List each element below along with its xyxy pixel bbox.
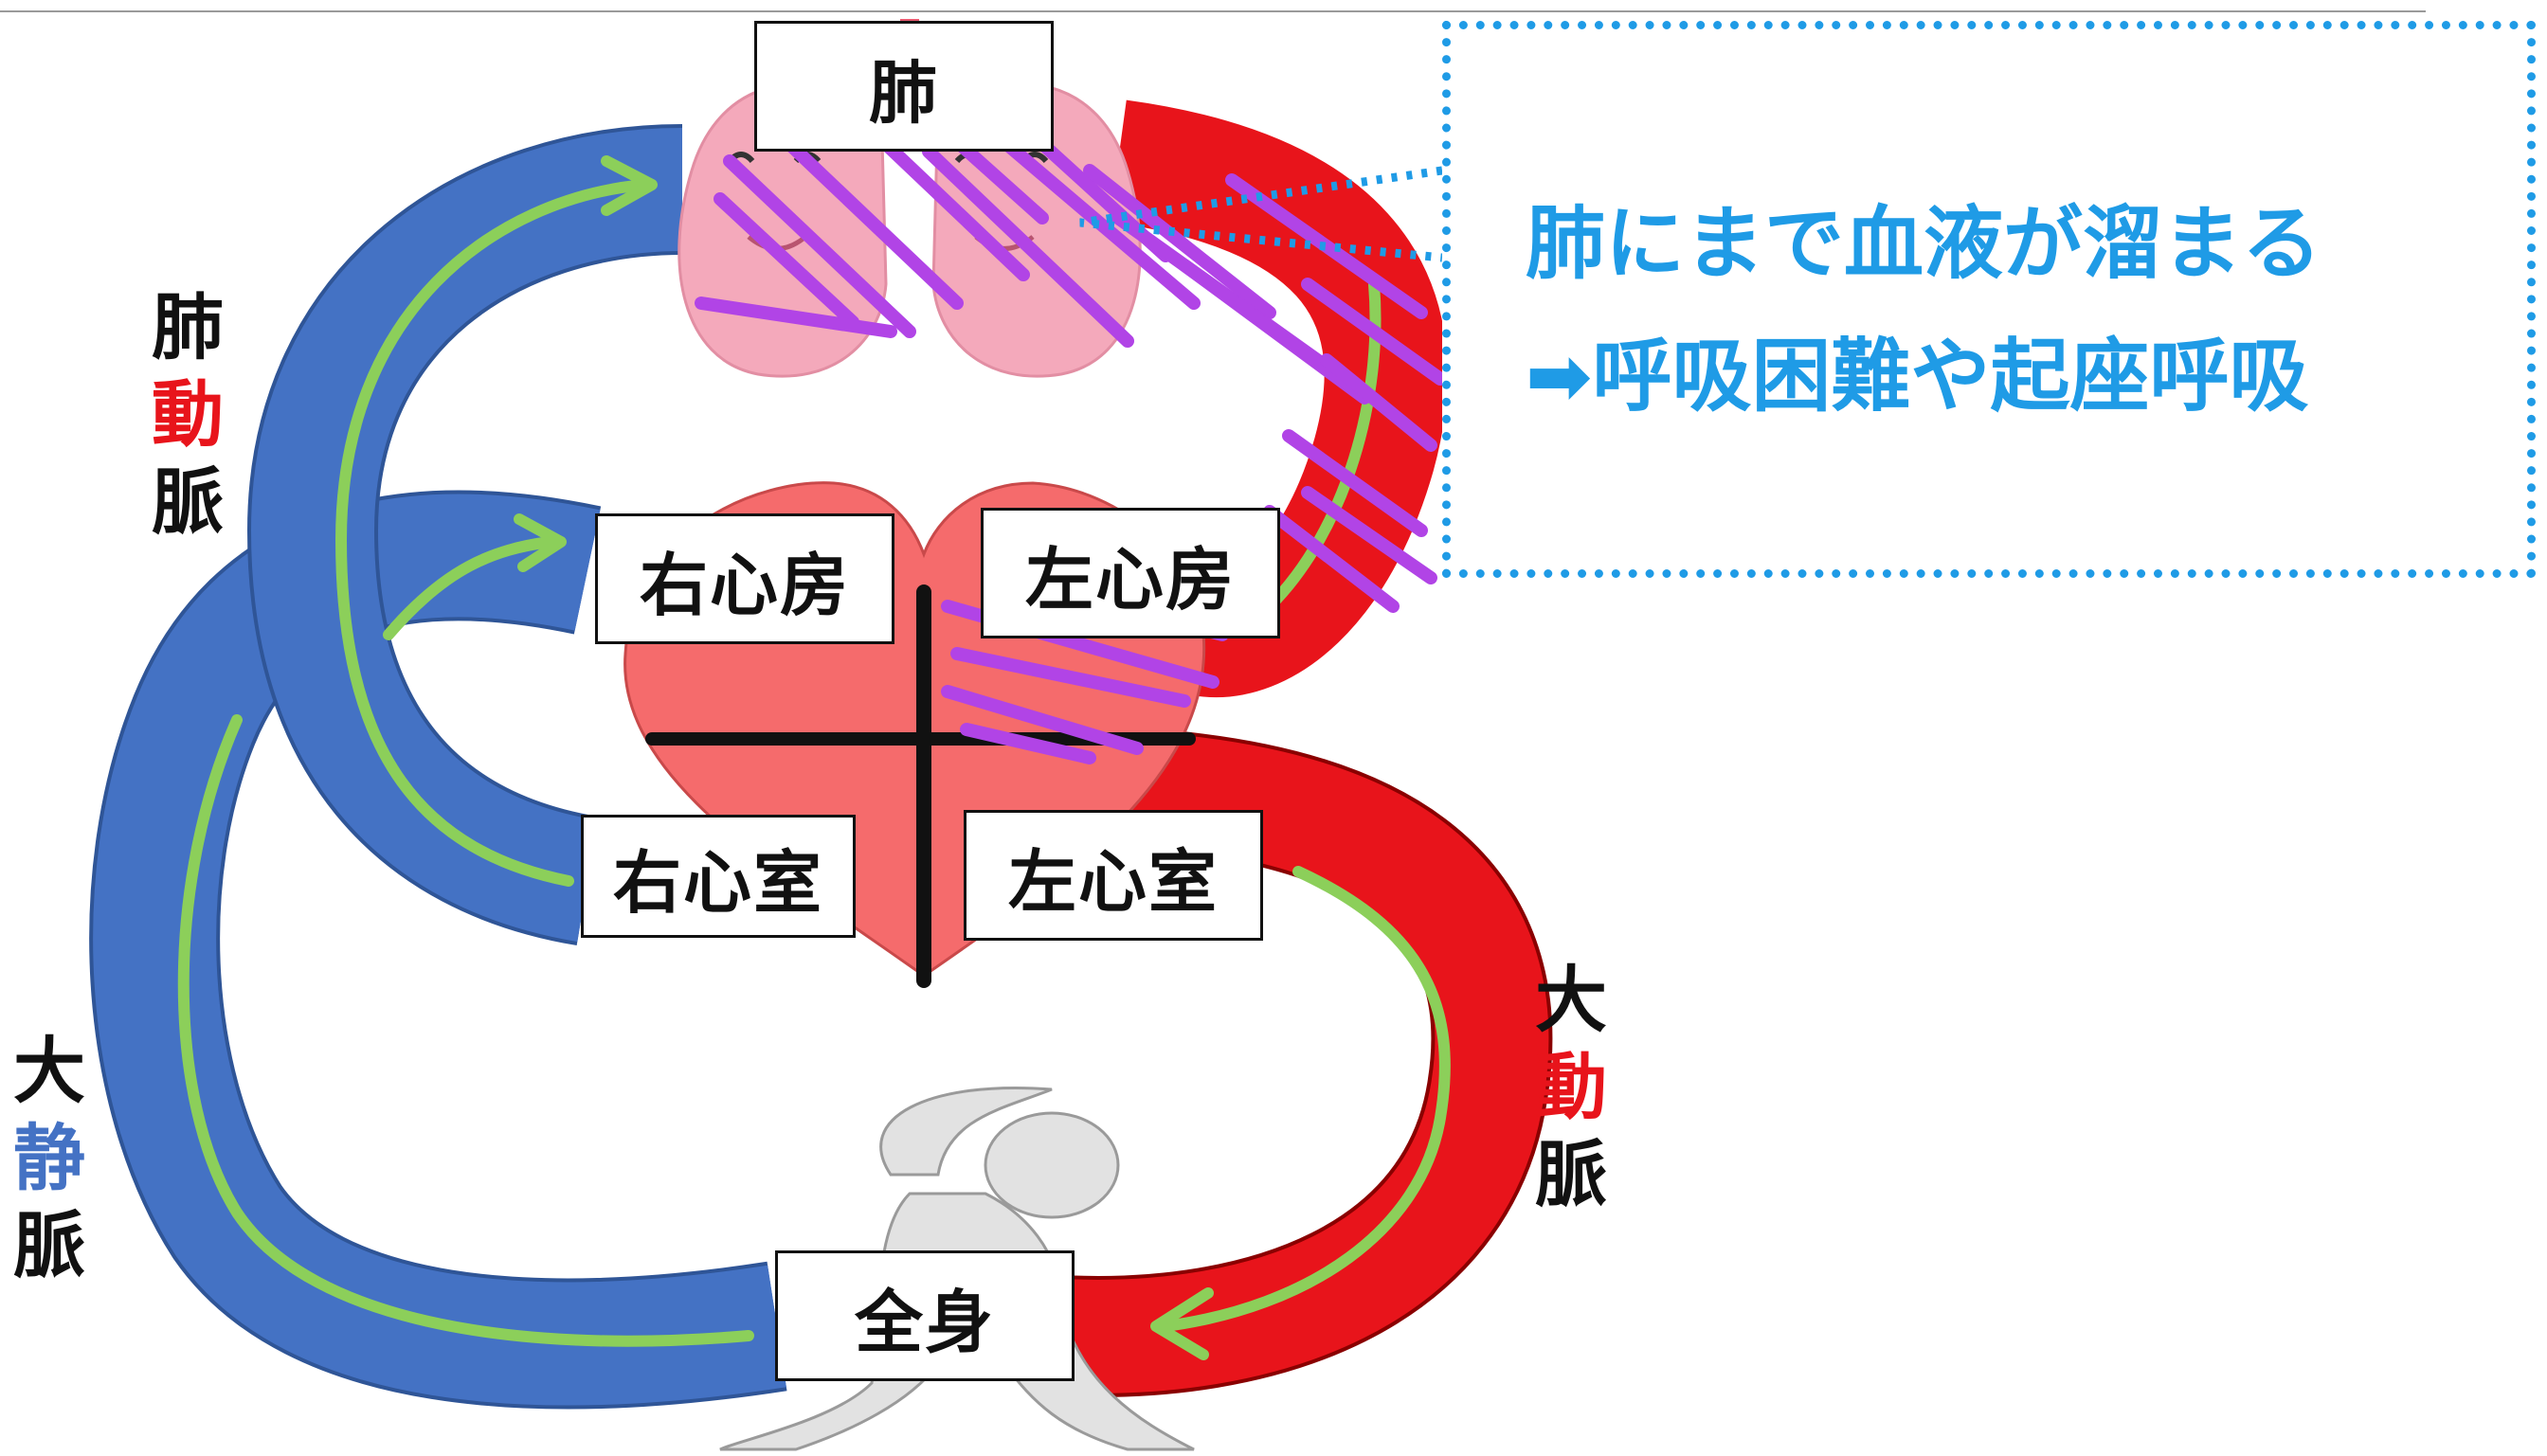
aorta-label: 大 動 脈 bbox=[1535, 957, 1607, 1218]
vena-cava-char-2: 静 bbox=[13, 1116, 85, 1200]
vena-cava-char-1: 大 bbox=[13, 1029, 85, 1113]
right-ventricle-box: 右心室 bbox=[581, 815, 856, 938]
vena-cava-char-3: 脈 bbox=[13, 1203, 85, 1287]
callout-line-2: ➡呼吸困難や起座呼吸 bbox=[1526, 330, 2309, 422]
lung-box: 肺 bbox=[754, 21, 1054, 152]
right-atrium-box: 右心房 bbox=[595, 513, 894, 644]
left-ventricle-box: 左心室 bbox=[964, 810, 1263, 941]
callout-box bbox=[1442, 21, 2536, 578]
aorta-char-2: 動 bbox=[1535, 1045, 1607, 1129]
pulmonary-artery-char-3: 脈 bbox=[152, 459, 224, 544]
pulmonary-artery-char-1: 肺 bbox=[152, 285, 224, 369]
aorta-char-3: 脈 bbox=[1535, 1132, 1607, 1216]
callout-line-1: 肺にまで血液が溜まる bbox=[1526, 197, 2322, 290]
left-atrium-box: 左心房 bbox=[981, 508, 1280, 638]
whole-body-box: 全身 bbox=[775, 1250, 1075, 1381]
vena-cava-label: 大 静 脈 bbox=[13, 1028, 85, 1289]
top-divider bbox=[0, 10, 2426, 12]
pulmonary-artery-label: 肺 動 脈 bbox=[152, 284, 224, 546]
pulmonary-artery-char-2: 動 bbox=[152, 372, 224, 457]
aorta-char-1: 大 bbox=[1535, 958, 1607, 1042]
